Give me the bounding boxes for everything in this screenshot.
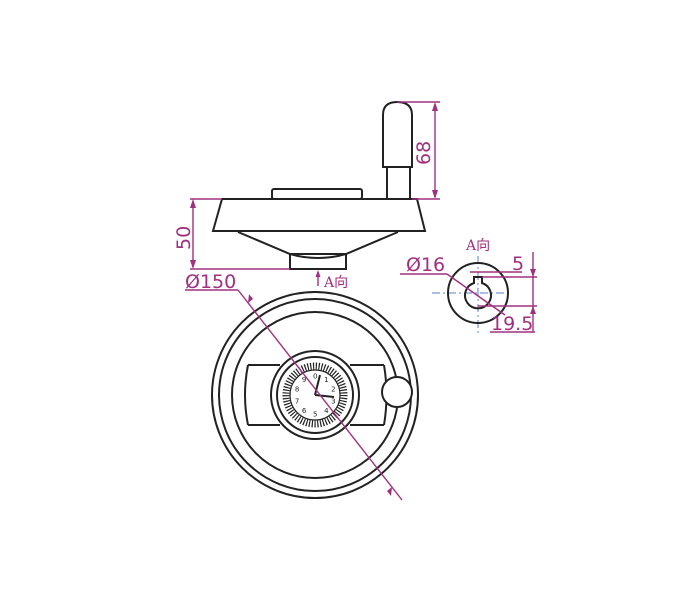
hub <box>289 253 347 270</box>
view-label-a: A向 <box>323 275 348 291</box>
clock-hands <box>314 374 335 398</box>
hub-outline <box>447 262 509 324</box>
detail-view-label: A向 <box>465 238 490 254</box>
dimension-text-19-5: 19.5 <box>491 313 533 335</box>
clock-face <box>289 369 341 421</box>
dimension-150: Ø150 <box>185 271 403 501</box>
handle-grip <box>382 100 413 168</box>
clock-number: 3 <box>331 397 335 405</box>
handle-stem <box>386 166 411 200</box>
spokes <box>248 364 384 426</box>
keyed-bore <box>464 276 492 310</box>
dimension-text-150: Ø150 <box>185 271 236 293</box>
handle-knob <box>381 376 413 408</box>
dimension-text-68: 68 <box>413 141 435 165</box>
clock-tick-ring <box>282 362 348 428</box>
clock-number: 0 <box>313 373 317 381</box>
clock-number: 8 <box>295 386 299 394</box>
wheel-rim-profile <box>211 198 427 232</box>
dimension-50: 50 <box>173 198 290 270</box>
clock-bezel <box>276 356 354 434</box>
top-cap <box>271 188 363 200</box>
clock-number: 1 <box>324 376 328 384</box>
dimension-text-5: 5 <box>512 253 524 275</box>
side-view <box>211 100 427 270</box>
detail-view-a: A向 Ø16 5 19.5 <box>400 238 537 335</box>
clock-number: 7 <box>295 397 299 405</box>
clock-number: 9 <box>302 376 306 384</box>
clock-number: 5 <box>313 411 317 419</box>
view-arrow-a: A向 <box>315 270 348 291</box>
dimension-text-16: Ø16 <box>406 254 445 276</box>
dimension-text-50: 50 <box>173 226 195 250</box>
dimension-68: 68 <box>397 101 440 200</box>
clock-number: 4 <box>324 407 329 415</box>
clock-number: 2 <box>331 386 335 394</box>
clock-number: 6 <box>302 407 307 415</box>
outer-rim <box>211 291 419 499</box>
